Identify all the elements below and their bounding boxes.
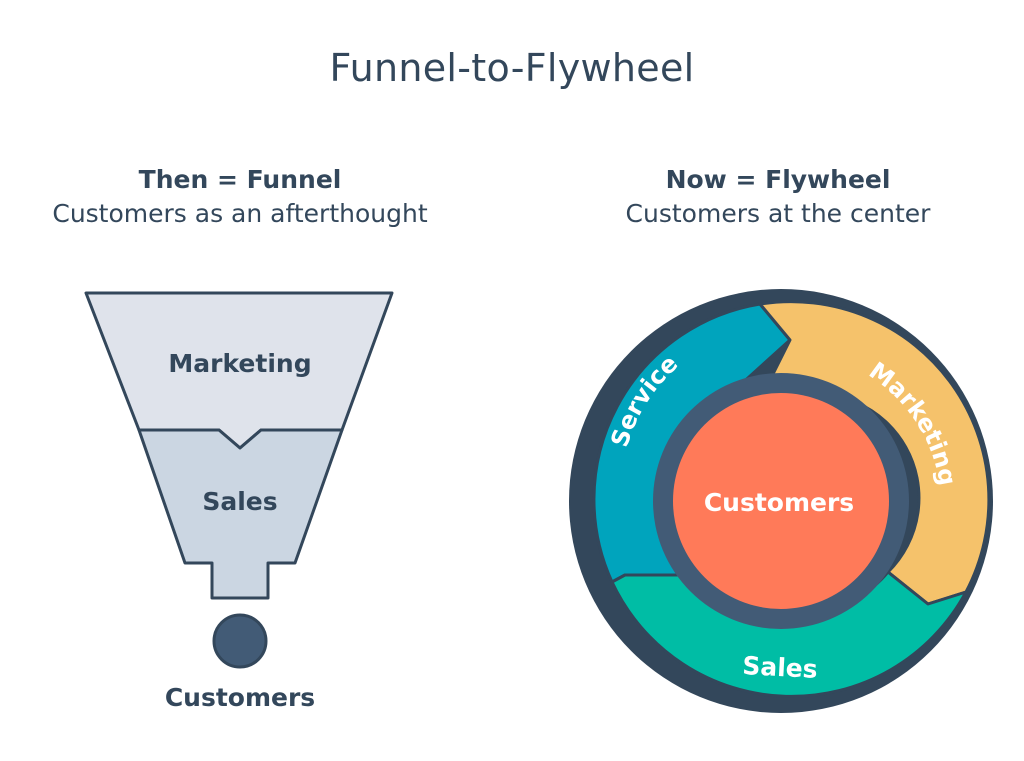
flywheel-sales-label: Sales [742, 651, 819, 684]
customer-dot [212, 613, 268, 669]
funnel-heading-block: Then = Funnel Customers as an afterthoug… [0, 163, 480, 231]
page-title: Funnel-to-Flywheel [329, 46, 695, 90]
funnel-sales-label: Sales [202, 487, 277, 516]
flywheel-heading: Now = Flywheel [665, 165, 891, 194]
funnel-customers-label: Customers [165, 683, 315, 712]
funnel-diagram: Marketing Sales Customers [84, 291, 394, 712]
flywheel-subheading: Customers at the center [625, 199, 931, 228]
flywheel-diagram: Customers Service Marketing Sales [569, 289, 993, 713]
funnel-subheading: Customers as an afterthought [52, 199, 428, 228]
funnel-heading: Then = Funnel [138, 165, 342, 194]
funnel-marketing-label: Marketing [168, 349, 311, 378]
flywheel-heading-block: Now = Flywheel Customers at the center [538, 163, 1018, 231]
flywheel-center-label: Customers [704, 488, 854, 517]
funnel-sales-section [137, 428, 344, 600]
flywheel-center [673, 393, 889, 609]
